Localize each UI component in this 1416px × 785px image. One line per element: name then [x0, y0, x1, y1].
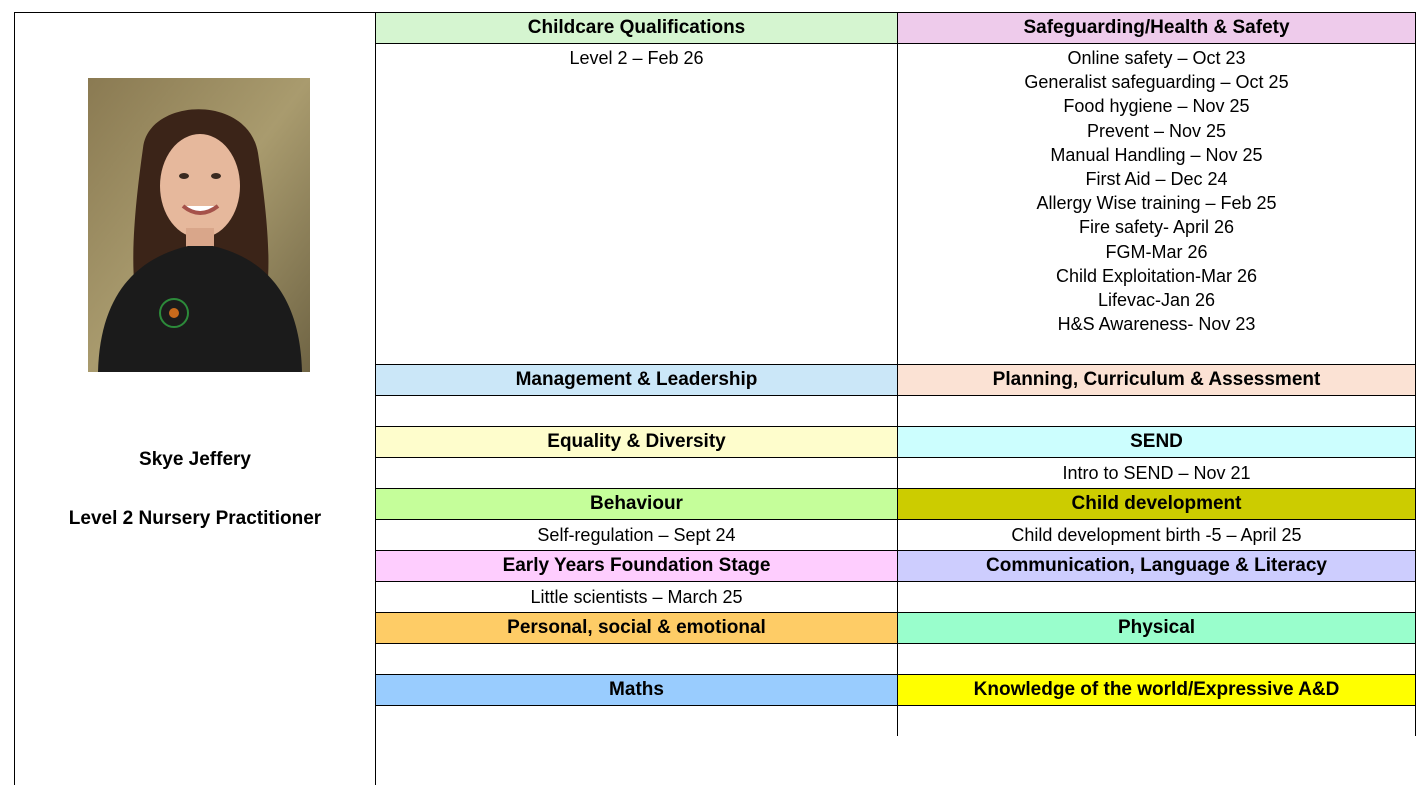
list-item: Online safety – Oct 23	[1067, 48, 1246, 68]
pse-header: Personal, social & emotional	[376, 613, 898, 643]
communication-header: Communication, Language & Literacy	[898, 551, 1416, 581]
safeguarding-list: Online safety – Oct 23 Generalist safegu…	[898, 44, 1416, 364]
list-item: Self-regulation – Sept 24	[537, 525, 736, 545]
planning-header: Planning, Curriculum & Assessment	[898, 365, 1416, 395]
header-row-6: Personal, social & emotional Physical	[376, 613, 1416, 644]
management-list	[376, 396, 898, 426]
list-item: H&S Awareness- Nov 23	[1057, 314, 1256, 335]
eyfs-header: Early Years Foundation Stage	[376, 551, 898, 581]
childcare-qualifications-list: Level 2 – Feb 26	[376, 44, 898, 364]
content-row-7	[376, 706, 1416, 736]
header-row-4: Behaviour Child development	[376, 489, 1416, 520]
child-development-header: Child development	[898, 489, 1416, 519]
portrait-photo	[88, 78, 310, 372]
content-row-2	[376, 396, 1416, 427]
childcare-qualifications-header: Childcare Qualifications	[376, 13, 898, 43]
list-item: Intro to SEND – Nov 21	[1062, 463, 1251, 483]
safeguarding-header: Safeguarding/Health & Safety	[898, 13, 1416, 43]
maths-header: Maths	[376, 675, 898, 705]
staff-role: Level 2 Nursery Practitioner	[68, 508, 322, 529]
header-row-2: Management & Leadership Planning, Curric…	[376, 365, 1416, 396]
list-item: Allergy Wise training – Feb 25	[1036, 193, 1277, 214]
training-grid: Childcare Qualifications Safeguarding/He…	[376, 12, 1416, 736]
header-row-3: Equality & Diversity SEND	[376, 427, 1416, 458]
knowledge-list	[898, 706, 1416, 736]
behaviour-header: Behaviour	[376, 489, 898, 519]
behaviour-list: Self-regulation – Sept 24	[376, 520, 898, 550]
list-item: FGM-Mar 26	[1105, 241, 1208, 262]
pse-list	[376, 644, 898, 674]
profile-panel: Skye Jeffery Level 2 Nursery Practitione…	[14, 12, 376, 785]
content-row-4: Self-regulation – Sept 24 Child developm…	[376, 520, 1416, 551]
portrait-photo-icon	[88, 78, 310, 372]
list-item: Lifevac-Jan 26	[1097, 290, 1216, 311]
send-header: SEND	[898, 427, 1416, 457]
staff-name: Skye Jeffery	[139, 449, 251, 470]
communication-list	[898, 582, 1416, 612]
list-item: Child Exploitation-Mar 26	[1055, 265, 1258, 286]
planning-list	[898, 396, 1416, 426]
list-item: Prevent – Nov 25	[1086, 120, 1227, 141]
list-item: Little scientists – March 25	[530, 587, 743, 607]
list-item: Fire safety- April 26	[1078, 217, 1235, 238]
content-row-1: Level 2 – Feb 26 Online safety – Oct 23 …	[376, 44, 1416, 365]
list-item: First Aid – Dec 24	[1085, 169, 1228, 190]
header-row-5: Early Years Foundation Stage Communicati…	[376, 551, 1416, 582]
eyfs-list: Little scientists – March 25	[376, 582, 898, 612]
equality-list	[376, 458, 898, 488]
physical-header: Physical	[898, 613, 1416, 643]
physical-list	[898, 644, 1416, 674]
list-item: Level 2 – Feb 26	[569, 48, 704, 68]
list-item: Child development birth -5 – April 25	[1011, 525, 1302, 545]
knowledge-header: Knowledge of the world/Expressive A&D	[898, 675, 1416, 705]
content-row-3: Intro to SEND – Nov 21	[376, 458, 1416, 489]
content-row-5: Little scientists – March 25	[376, 582, 1416, 613]
list-item: Manual Handling – Nov 25	[1050, 144, 1263, 165]
equality-header: Equality & Diversity	[376, 427, 898, 457]
maths-list	[376, 706, 898, 736]
child-development-list: Child development birth -5 – April 25	[898, 520, 1416, 550]
header-row-1: Childcare Qualifications Safeguarding/He…	[376, 13, 1416, 44]
list-item: Generalist safeguarding – Oct 25	[1024, 72, 1289, 93]
content-row-6	[376, 644, 1416, 675]
list-item: Food hygiene – Nov 25	[1063, 96, 1250, 117]
send-list: Intro to SEND – Nov 21	[898, 458, 1416, 488]
header-row-7: Maths Knowledge of the world/Expressive …	[376, 675, 1416, 706]
management-header: Management & Leadership	[376, 365, 898, 395]
